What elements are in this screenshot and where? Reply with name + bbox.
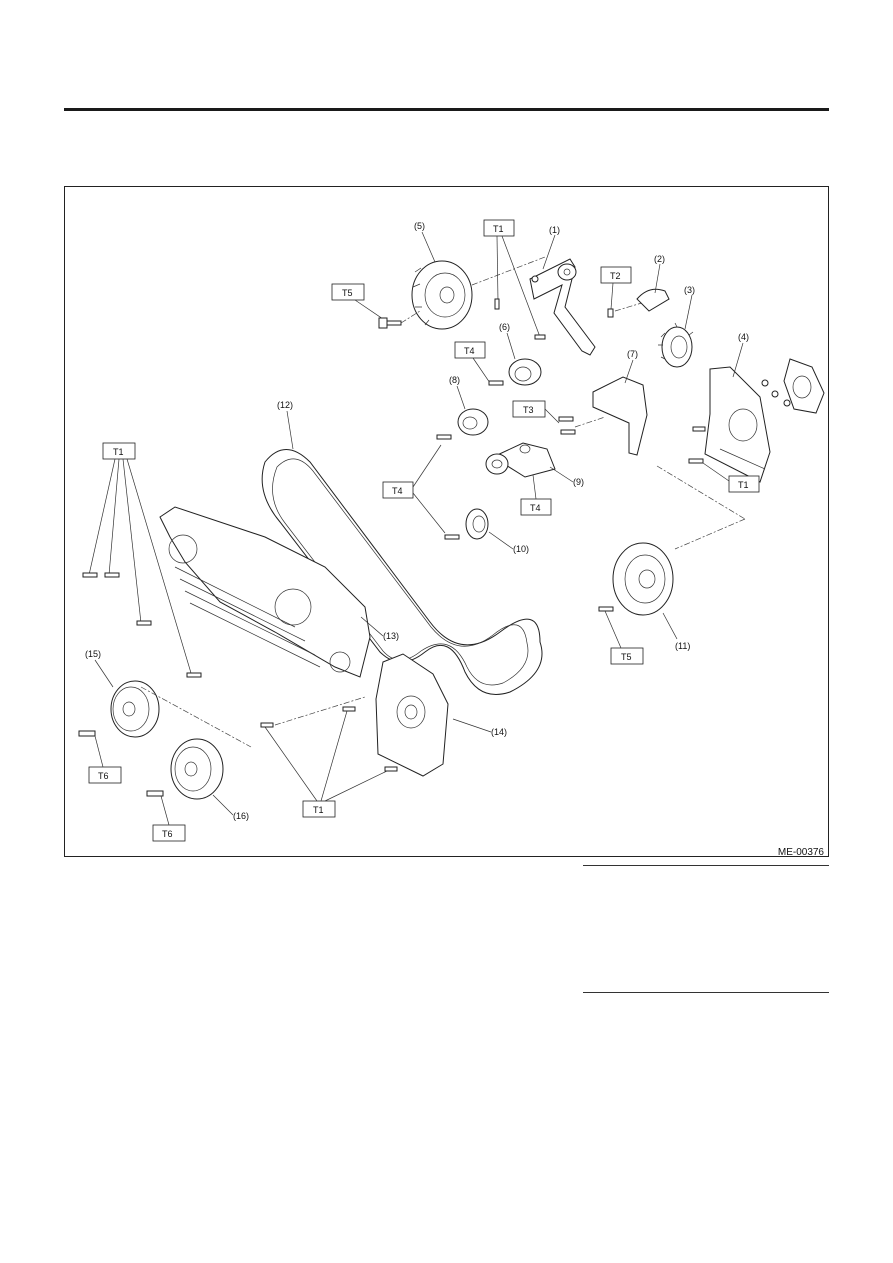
top-rule <box>64 108 829 111</box>
callout-6: (6) <box>499 322 510 332</box>
torque-box-t1-top: T1 <box>483 219 515 237</box>
callout-7: (7) <box>627 349 638 359</box>
bolt-t4-upper <box>436 434 452 440</box>
bolt-t6-upper <box>78 730 96 737</box>
torque-box-t4-right: T4 <box>520 498 552 516</box>
part-15-pulley <box>110 680 160 738</box>
bolt-t1-left-c <box>136 620 152 626</box>
torque-box-t6-lower: T6 <box>152 824 186 842</box>
callout-10: (10) <box>513 544 529 554</box>
bolt-t5-bottom <box>598 606 614 612</box>
torque-box-t1-bottom: T1 <box>302 800 336 818</box>
bolt-t1-right-a <box>692 426 706 432</box>
part-13-belt-cover <box>159 506 371 678</box>
part-7-tensioner-bracket <box>592 376 648 456</box>
exploded-diagram: (5) T5 T1 (1) <box>78 219 825 842</box>
gasket-1 <box>531 263 577 283</box>
part-10-crank-sprocket <box>465 508 489 540</box>
svg-text:T6: T6 <box>98 771 109 781</box>
torque-box-t5-top: T5 <box>331 283 365 301</box>
callout-16: (16) <box>233 811 249 821</box>
bolt-t1-left-a <box>82 572 98 578</box>
callout-5: (5) <box>414 221 425 231</box>
part-4-back-plate <box>704 366 771 483</box>
bolt-t1-bottom-b <box>260 722 274 728</box>
part-3-gear <box>658 322 694 368</box>
callout-15: (15) <box>85 649 101 659</box>
callout-14: (14) <box>491 727 507 737</box>
callout-1: (1) <box>549 225 560 235</box>
bolt-t1-left-d <box>186 672 202 678</box>
bolt-t1-bottom-a <box>342 706 356 712</box>
svg-text:T4: T4 <box>464 346 475 356</box>
callout-13: (13) <box>383 631 399 641</box>
svg-text:T1: T1 <box>493 224 504 234</box>
bolt-t1-top-b <box>534 334 546 340</box>
torque-box-t3: T3 <box>512 400 546 418</box>
bolt-t1-top-a <box>494 298 500 310</box>
torque-box-t4-mid: T4 <box>454 341 486 359</box>
seal-plate-4 <box>761 358 825 414</box>
torque-box-t4-left: T4 <box>382 481 414 499</box>
svg-text:T3: T3 <box>523 405 534 415</box>
callout-4: (4) <box>738 332 749 342</box>
svg-text:T4: T4 <box>392 486 403 496</box>
callout-3: (3) <box>684 285 695 295</box>
part-5-cam-sprocket <box>411 260 473 330</box>
callout-9: (9) <box>573 477 584 487</box>
part-14-cover <box>375 653 449 777</box>
svg-text:T6: T6 <box>162 829 173 839</box>
callout-8: (8) <box>449 375 460 385</box>
part-16-pulley <box>170 738 224 800</box>
callout-11: (11) <box>675 641 690 651</box>
part-11-cam-sprocket <box>612 542 674 616</box>
part-9-tensioner <box>485 442 556 478</box>
part-2-cover <box>636 288 670 312</box>
exploded-diagram-figure: (5) T5 T1 (1) <box>64 186 829 858</box>
torque-box-t6-upper: T6 <box>88 766 122 784</box>
torque-box-t2: T2 <box>600 266 632 284</box>
bolt-t1-right-b <box>688 458 704 464</box>
note-rule-top <box>583 865 829 866</box>
part-1-bracket <box>529 258 596 356</box>
bolt-t1-left-b <box>104 572 120 578</box>
svg-text:T1: T1 <box>113 447 124 457</box>
bolt-t5-top <box>378 317 402 329</box>
svg-text:T4: T4 <box>530 503 541 513</box>
torque-box-t1-right: T1 <box>728 475 760 493</box>
callout-2: (2) <box>654 254 665 264</box>
svg-text:T1: T1 <box>313 805 324 815</box>
part-6-idler <box>508 358 542 386</box>
callout-12: (12) <box>277 400 293 410</box>
svg-text:T5: T5 <box>621 652 632 662</box>
svg-text:T5: T5 <box>342 288 353 298</box>
bolt-t4-lower <box>444 534 460 540</box>
bolt-t2 <box>607 308 614 318</box>
figure-id: ME-00376 <box>777 847 824 858</box>
svg-text:T1: T1 <box>738 480 749 490</box>
part-12-timing-belt <box>261 449 543 695</box>
note-rule-bottom <box>583 992 829 993</box>
bolt-t3-b <box>560 429 576 435</box>
part-8-idler <box>457 408 489 436</box>
bolt-t6-lower <box>146 790 164 797</box>
torque-box-t5-bottom: T5 <box>610 647 644 665</box>
torque-box-t1-left: T1 <box>102 442 136 460</box>
bolt-t1-bottom-c <box>384 766 398 772</box>
bolt-t4-mid <box>488 380 504 386</box>
svg-text:T2: T2 <box>610 271 621 281</box>
bolt-t3-a <box>558 416 574 422</box>
